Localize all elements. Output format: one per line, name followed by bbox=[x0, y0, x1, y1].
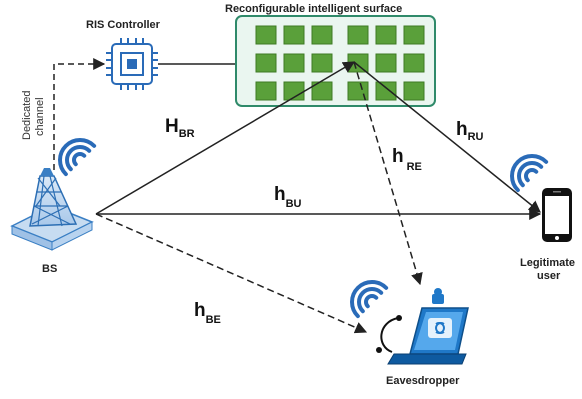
ris-element bbox=[403, 81, 425, 101]
ris-element bbox=[403, 25, 425, 45]
phone-icon bbox=[542, 188, 572, 242]
bs-label: BS bbox=[42, 263, 57, 275]
ris-element bbox=[255, 25, 277, 45]
link-ris-user bbox=[353, 61, 541, 213]
link-ris-eve bbox=[353, 61, 423, 286]
ris-element bbox=[283, 25, 305, 45]
ris-element bbox=[375, 25, 397, 45]
wifi-icon bbox=[350, 280, 389, 319]
link-bs-ris bbox=[95, 61, 356, 215]
ris-element bbox=[255, 53, 277, 73]
laptop-icon bbox=[376, 288, 469, 365]
ris-panel bbox=[235, 15, 436, 107]
user-label-2: user bbox=[537, 270, 561, 282]
chip-icon bbox=[106, 38, 158, 90]
wifi-icon bbox=[510, 154, 549, 193]
ris-element bbox=[375, 81, 397, 101]
label-h-br: HBR bbox=[165, 116, 195, 140]
ris-element bbox=[375, 53, 397, 73]
ris-controller-label: RIS Controller bbox=[86, 19, 161, 31]
link-bs-eve bbox=[95, 213, 368, 334]
ris-element bbox=[283, 53, 305, 73]
ris-element bbox=[347, 25, 369, 45]
ris-element bbox=[255, 81, 277, 101]
dedicated-channel-label-1: Dedicated bbox=[21, 90, 33, 140]
ris-element-grid bbox=[255, 25, 425, 101]
label-h-bu: hBU bbox=[274, 184, 302, 210]
eavesdropper-label: Eavesdropper bbox=[386, 375, 460, 387]
user-label-1: Legitimate bbox=[520, 257, 575, 269]
label-h-be: hBE bbox=[194, 300, 221, 326]
wifi-icon bbox=[58, 138, 97, 177]
ris-element bbox=[311, 53, 333, 73]
ris-element bbox=[347, 81, 369, 101]
ris-element bbox=[311, 81, 333, 101]
dedicated-channel-label-2: channel bbox=[34, 97, 46, 136]
ris-element bbox=[311, 25, 333, 45]
ris-label: Reconfigurable intelligent surface bbox=[225, 3, 402, 15]
ris-element bbox=[403, 53, 425, 73]
dedicated-channel-link bbox=[53, 58, 106, 170]
label-h-ru: hRU bbox=[456, 119, 484, 143]
tower-icon bbox=[10, 168, 94, 251]
